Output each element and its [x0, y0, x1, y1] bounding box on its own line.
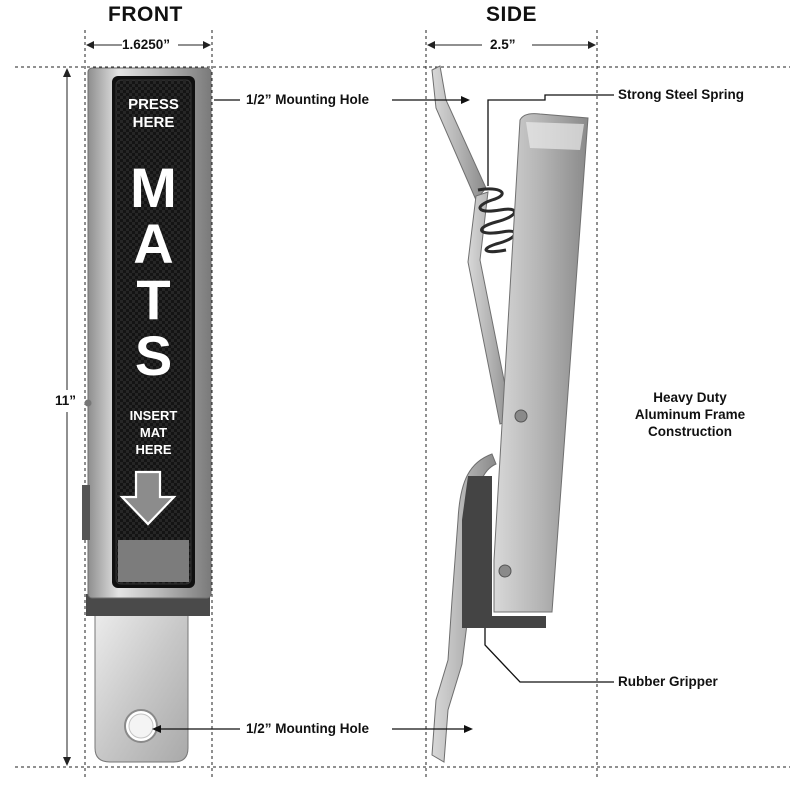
- frame-label-line1: Heavy Duty: [653, 390, 727, 405]
- callout-arrowheads: [152, 96, 473, 733]
- front-rubber-base: [86, 594, 210, 616]
- brand-letter-t: T: [136, 268, 171, 331]
- spring-label: Strong Steel Spring: [618, 87, 745, 102]
- arrowheads: [63, 41, 596, 766]
- side-width-dimension: 2.5”: [490, 37, 516, 52]
- front-mounting-plate: [94, 611, 189, 763]
- mounting-hole-bottom-label: 1/2” Mounting Hole: [246, 721, 369, 736]
- spring-leader: [487, 94, 614, 186]
- front-pivot-pin: [84, 399, 92, 407]
- side-pivot-pin: [514, 409, 528, 423]
- press-line1: PRESS: [128, 96, 179, 113]
- frame-label-line3: Construction: [648, 424, 732, 439]
- insert-mat-text: INSERT MAT HERE: [116, 407, 191, 458]
- callout-lines: [156, 94, 614, 730]
- front-width-dimension: 1.6250”: [122, 37, 171, 52]
- side-heading: SIDE: [486, 3, 538, 26]
- brand-letter-m: M: [130, 156, 177, 219]
- insert-line3: HERE: [135, 442, 172, 457]
- gripper-leader: [484, 628, 614, 683]
- frame-label: Heavy Duty Aluminum Frame Construction: [620, 389, 760, 440]
- steel-spring: [477, 187, 517, 254]
- gripper-label: Rubber Gripper: [618, 674, 718, 689]
- side-upper-lever: [431, 65, 487, 201]
- insert-line2: MAT: [139, 425, 168, 440]
- mounting-hole-top-label: 1/2” Mounting Hole: [246, 92, 369, 107]
- rubber-gripper: [462, 476, 546, 628]
- side-main-housing: [493, 113, 589, 613]
- brand-letter-a: A: [133, 212, 174, 275]
- brand-letter-s: S: [134, 324, 173, 387]
- side-view: [431, 65, 589, 763]
- press-line2: HERE: [132, 114, 175, 131]
- height-dimension: 11”: [55, 393, 77, 408]
- front-view: [82, 67, 212, 763]
- side-lower-pin: [498, 564, 512, 578]
- front-heading: FRONT: [108, 3, 183, 26]
- front-mat-slot: [118, 540, 189, 582]
- insert-line1: INSERT: [129, 408, 178, 423]
- front-side-clip: [82, 485, 90, 540]
- press-here-text: PRESS HERE: [116, 96, 191, 132]
- dimension-lines: [15, 30, 790, 780]
- down-arrow-icon: [119, 470, 177, 526]
- frame-label-line2: Aluminum Frame: [634, 407, 746, 422]
- brand-text: M A T S: [116, 160, 191, 384]
